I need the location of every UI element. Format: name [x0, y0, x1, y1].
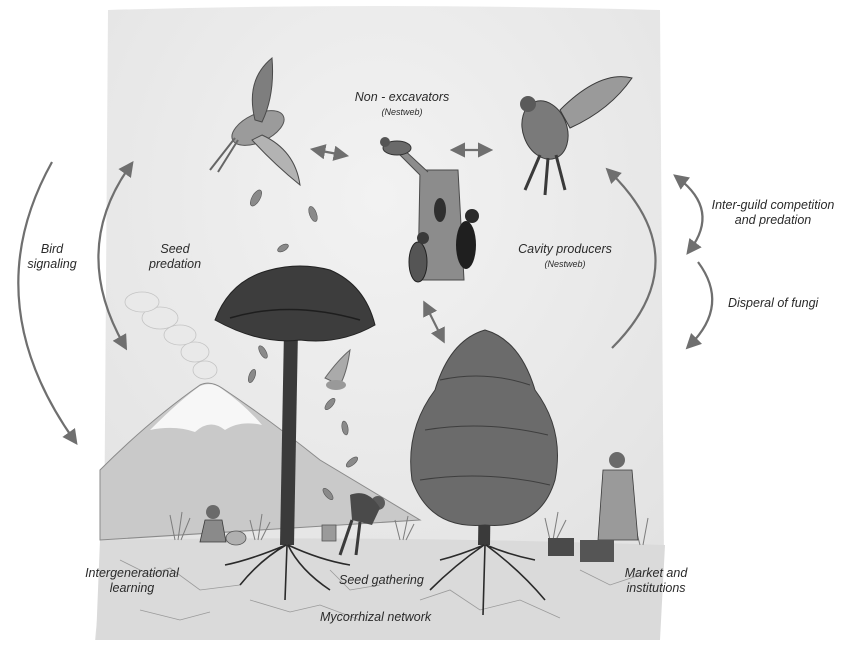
seed-predation-label: Seed predation [140, 242, 210, 272]
cavity-producers-title: Cavity producers [510, 242, 620, 257]
intergenerational-line1: Intergenerational [80, 566, 184, 581]
seed-gathering-label: Seed gathering [339, 573, 424, 588]
bird-signaling-label: Bird signaling [22, 242, 82, 272]
market-institutions-label: Market and institutions [616, 566, 696, 596]
seed-predation-line1: Seed [140, 242, 210, 257]
inter-guild-label: Inter-guild competition and predation [706, 198, 840, 228]
intergenerational-line2: learning [80, 581, 184, 596]
mycorrhizal-network-label: Mycorrhizal network [320, 610, 431, 625]
inter-guild-line1: Inter-guild competition [706, 198, 840, 213]
fungi-dispersal-label: Disperal of fungi [728, 296, 818, 311]
seed-predation-line2: predation [140, 257, 210, 272]
cavity-producers-label: Cavity producers (Nestweb) [510, 242, 620, 272]
bird-signaling-arrow [18, 162, 74, 440]
cavity-producers-source: (Nestweb) [510, 257, 620, 272]
non-excavators-title: Non - excavators [352, 90, 452, 105]
fungi-dispersal-arrow [690, 262, 712, 345]
inter-guild-line2: and predation [706, 213, 840, 228]
bird-signaling-line2: signaling [22, 257, 82, 272]
bird-signaling-line1: Bird [22, 242, 82, 257]
non-excavators-label: Non - excavators (Nestweb) [352, 90, 452, 120]
inter-guild-arrow [678, 178, 703, 250]
intergenerational-learning-label: Intergenerational learning [80, 566, 184, 596]
market-line1: Market and [616, 566, 696, 581]
market-line2: institutions [616, 581, 696, 596]
non-excavators-source: (Nestweb) [352, 105, 452, 120]
